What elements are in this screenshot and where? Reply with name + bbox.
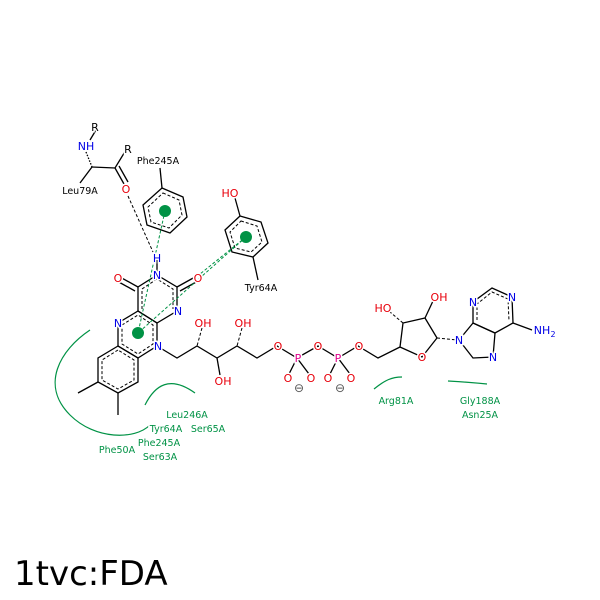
nitrogen-label: N bbox=[508, 291, 516, 304]
phosphorus-label: P bbox=[335, 352, 342, 365]
hydrophobic-contour-flavin bbox=[54, 329, 151, 436]
pi-interaction-tyr64-o2 bbox=[199, 236, 247, 275]
phosphorus-label: P bbox=[295, 352, 302, 365]
oxygen-label: O bbox=[347, 372, 356, 385]
amide-nh-label: NH bbox=[78, 140, 95, 153]
hydrophobic-residue-label: Leu246A bbox=[166, 410, 208, 421]
pi-stacking-tyr64 bbox=[137, 236, 247, 334]
ring-centroid-phe245 bbox=[159, 205, 171, 217]
hydrophobic-residue-label: Ser65A bbox=[191, 424, 226, 435]
nitrogen-label: N bbox=[174, 305, 182, 318]
residue-label-tyr64a: Tyr64A bbox=[244, 283, 278, 294]
hydrophobic-contour-leu246 bbox=[144, 383, 196, 406]
hydrophobic-residue-label: Arg81A bbox=[379, 396, 414, 407]
ring-centroid-tyr64 bbox=[240, 231, 252, 243]
structure-title: 1tvc:FDA bbox=[14, 554, 168, 594]
nitrogen-label: N bbox=[489, 351, 497, 364]
hydroxyl-label: OH bbox=[431, 291, 448, 304]
nitrogen-label: N bbox=[114, 317, 122, 330]
oxygen-label: O bbox=[314, 340, 323, 353]
nitrogen-label: N bbox=[455, 334, 463, 347]
hydroxyl-label: HO bbox=[375, 302, 392, 315]
oxygen-label: O bbox=[274, 340, 283, 353]
carbonyl-oxygen-label: O bbox=[122, 183, 131, 196]
bonds bbox=[77, 129, 533, 415]
negative-charge-icon: ⊖ bbox=[294, 381, 304, 395]
r-group-label: R bbox=[91, 121, 99, 134]
atom-labels: R NH R O H O N O N N N OH OH OH O P O P … bbox=[61, 120, 557, 465]
nitrogen-label: N bbox=[153, 269, 161, 282]
hydrogen-bond bbox=[127, 195, 154, 253]
oxygen-label: O bbox=[114, 272, 123, 285]
hydrogen-label: H bbox=[153, 252, 161, 265]
hydroxyl-label: OH bbox=[215, 375, 232, 388]
hydroxyl-label: HO bbox=[222, 187, 239, 200]
residue-label-phe245a: Phe245A bbox=[137, 156, 180, 167]
amine-label: NH bbox=[534, 324, 551, 337]
residue-label-leu79a: Leu79A bbox=[62, 186, 98, 197]
oxygen-label: O bbox=[324, 372, 333, 385]
amine-subscript: 2 bbox=[550, 330, 555, 339]
hydrophobic-residue-label: Asn25A bbox=[462, 410, 499, 421]
hydroxyl-label: OH bbox=[235, 317, 252, 330]
hydrophobic-contour-gly188 bbox=[447, 380, 488, 385]
r-group-label: R bbox=[124, 143, 132, 156]
hydrophobic-residue-label: Ser63A bbox=[143, 452, 178, 463]
hydrophobic-residue-label: Phe245A bbox=[138, 438, 181, 449]
nitrogen-label: N bbox=[154, 340, 162, 353]
hydrophobic-residue-label: Phe50A bbox=[99, 445, 136, 456]
hydrophobic-residue-label: Tyr64A bbox=[149, 424, 183, 435]
oxygen-label: O bbox=[194, 272, 203, 285]
hydrophobic-residue-label: Gly188A bbox=[460, 396, 501, 407]
ring-centroid-flavin bbox=[132, 327, 144, 339]
ring-oxygen-label: O bbox=[418, 351, 427, 364]
interactions bbox=[54, 195, 488, 436]
oxygen-label: O bbox=[355, 340, 364, 353]
negative-charge-icon: ⊖ bbox=[335, 381, 345, 395]
hydrophobic-contour-arg81 bbox=[373, 376, 403, 390]
oxygen-label: O bbox=[284, 372, 293, 385]
hydroxyl-label: OH bbox=[195, 317, 212, 330]
oxygen-label: O bbox=[307, 372, 316, 385]
pi-stacking-phe245 bbox=[137, 210, 166, 334]
nitrogen-label: N bbox=[469, 296, 477, 309]
